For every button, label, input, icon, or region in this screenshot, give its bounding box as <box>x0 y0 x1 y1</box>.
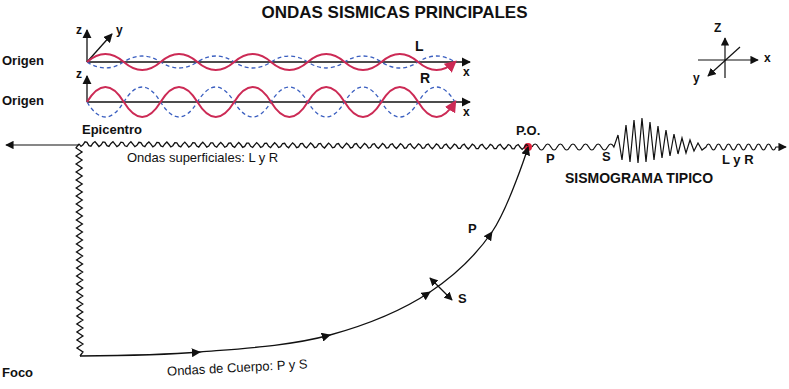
axis-label: z <box>76 68 82 82</box>
love-wave <box>87 54 455 70</box>
axis-label: x <box>764 52 771 66</box>
node-label: Epicentro <box>82 123 142 138</box>
edge-label: Ondas de Cuerpo: P y S <box>165 357 310 379</box>
wave-name: L <box>415 38 424 54</box>
rayleigh-wave <box>87 87 455 117</box>
edge-label: Ondas superficiales: L y R <box>125 151 280 166</box>
axis-label: x <box>463 106 470 120</box>
node-label: Foco <box>2 366 76 381</box>
z-axis <box>86 30 87 62</box>
body-wave-ray <box>80 147 528 356</box>
origin-label: Origen <box>2 94 44 109</box>
axis-label: x <box>463 66 470 80</box>
diagram-title: ONDAS SISMICAS PRINCIPALES <box>0 3 789 23</box>
observation-point-label: P.O. <box>514 124 542 147</box>
x-axis <box>87 61 470 62</box>
axis-label: y <box>693 72 700 86</box>
seismogram-title: SISMOGRAMA TIPICO <box>565 170 713 186</box>
phase-label: P <box>546 152 555 167</box>
axis-cross <box>724 38 725 78</box>
phase-label: L y R <box>722 153 754 168</box>
z-axis <box>86 76 87 102</box>
surface-line <box>6 144 79 145</box>
wave-name: P <box>468 222 477 237</box>
axis-cross <box>698 59 758 60</box>
fault-zigzag <box>76 144 83 356</box>
rayleigh-wave-dashed <box>87 87 455 117</box>
axis-label: z <box>76 24 82 38</box>
wave-name: R <box>420 70 430 86</box>
x-axis <box>87 101 470 102</box>
axis-label: Z <box>714 22 721 36</box>
axis-cross <box>708 47 740 76</box>
axis-label: y <box>116 24 123 38</box>
focus-point: Foco <box>2 356 80 381</box>
wave-name: S <box>458 292 467 307</box>
origin-label: Origen <box>2 54 44 69</box>
surface-wave-path <box>79 142 528 150</box>
epicenter-point: Epicentro <box>79 123 144 144</box>
phase-label: S <box>602 150 611 165</box>
y-axis <box>87 34 112 62</box>
node-label: P.O. <box>516 124 540 139</box>
